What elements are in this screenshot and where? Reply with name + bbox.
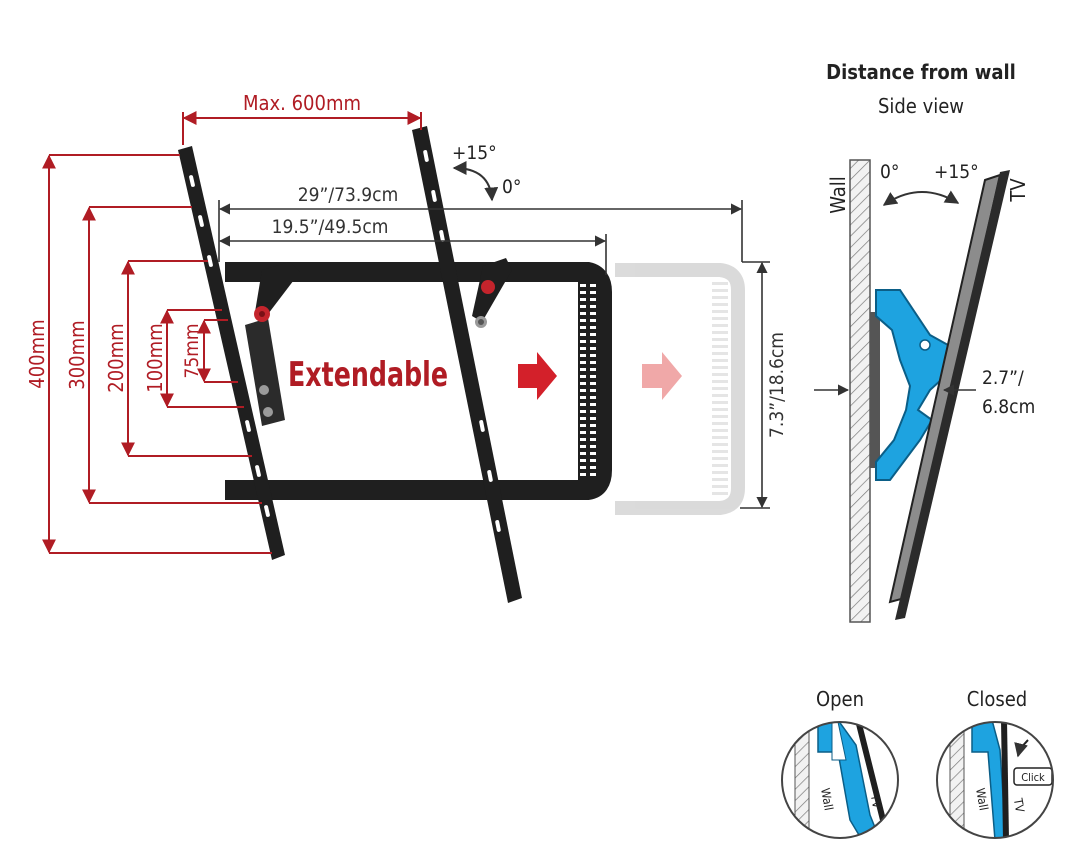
max-width-label: Max. 600mm	[243, 91, 361, 115]
front-view: 2 2	[25, 91, 788, 603]
lock-open-detail: Open Wall TV	[781, 687, 899, 839]
extended-frame-ghost	[615, 263, 745, 515]
closed-wall-label: Wall	[973, 787, 991, 812]
vesa-height-dimensions	[42, 154, 272, 554]
tilt-arrow-side	[882, 190, 960, 206]
tv-label: TV	[1006, 178, 1030, 203]
height-200-label: 200mm	[104, 323, 128, 392]
side-view-title: Distance from wall	[826, 60, 1016, 84]
height-300-label: 300mm	[65, 320, 89, 389]
extend-arrow	[518, 352, 557, 400]
extend-arrow-ghost	[642, 352, 682, 400]
height-75-label: 75mm	[181, 323, 203, 378]
tilt-plus-front: +15°	[452, 142, 497, 164]
wall	[849, 159, 871, 623]
height-400-label: 400mm	[25, 319, 49, 388]
closed-title: Closed	[967, 687, 1027, 711]
wall-label: Wall	[826, 176, 850, 214]
tilt-zero-front: 0°	[502, 176, 521, 198]
open-tv-label: TV	[868, 792, 884, 810]
tilt-arrow-front	[452, 161, 499, 202]
height-total-label: 7.3”/18.6cm	[766, 332, 788, 438]
open-wall-label: Wall	[818, 787, 836, 812]
bracket-frame: 2 2	[225, 262, 612, 500]
distance-label-line2: 6.8cm	[982, 396, 1035, 418]
lock-closed-detail: Closed Click Wall TV	[936, 687, 1054, 839]
width-outer-label: 29”/73.9cm	[298, 184, 398, 206]
max-width-dimension	[182, 111, 422, 145]
rail-mark-top: 2	[352, 284, 360, 298]
closed-tv-label: TV	[1011, 796, 1027, 814]
left-tv-strap	[178, 146, 300, 560]
hinge-knob-right	[481, 280, 495, 294]
tilt-zero-side: 0°	[880, 161, 899, 183]
click-label: Click	[1021, 771, 1045, 784]
side-view: Distance from wall Side view Wall TV 0° …	[814, 60, 1035, 623]
width-inner-label: 19.5”/49.5cm	[272, 216, 389, 238]
rail-mark-bottom: 2	[352, 452, 360, 466]
extendable-label: Extendable	[288, 355, 448, 395]
tilt-plus-side: +15°	[934, 161, 979, 183]
side-view-subtitle: Side view	[878, 94, 964, 118]
width-dimensions	[218, 200, 770, 509]
open-title: Open	[816, 687, 864, 711]
distance-label-line1: 2.7”/	[982, 367, 1024, 389]
height-100-label: 100mm	[143, 323, 167, 392]
